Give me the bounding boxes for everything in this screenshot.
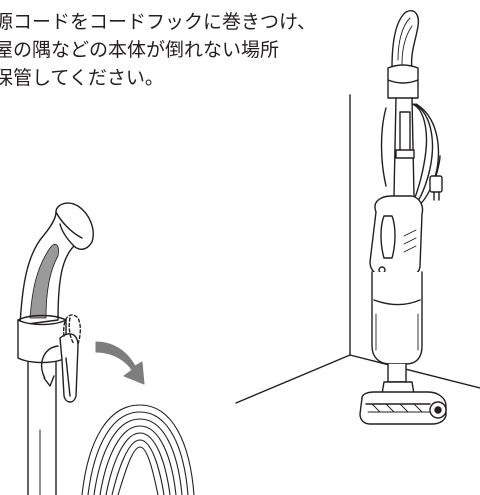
cord-hook-icon — [17, 202, 94, 495]
instruction-line-2: 屋の隅などの本体が倒れない場所 — [0, 39, 280, 61]
instruction-line-3: 保管してください。 — [0, 67, 164, 89]
stick-vacuum-icon — [359, 10, 447, 425]
rotate-arrow-icon — [95, 341, 145, 385]
coiled-power-cord-icon — [81, 404, 195, 495]
rotate-arrow-icon — [40, 345, 59, 387]
instruction-text: 源コードをコードフックに巻きつけ、 屋の隅などの本体が倒れない場所 保管してくだ… — [0, 8, 354, 92]
instruction-line-1: 源コードをコードフックに巻きつけ、 — [0, 11, 317, 33]
room-corner-icon — [235, 94, 480, 404]
